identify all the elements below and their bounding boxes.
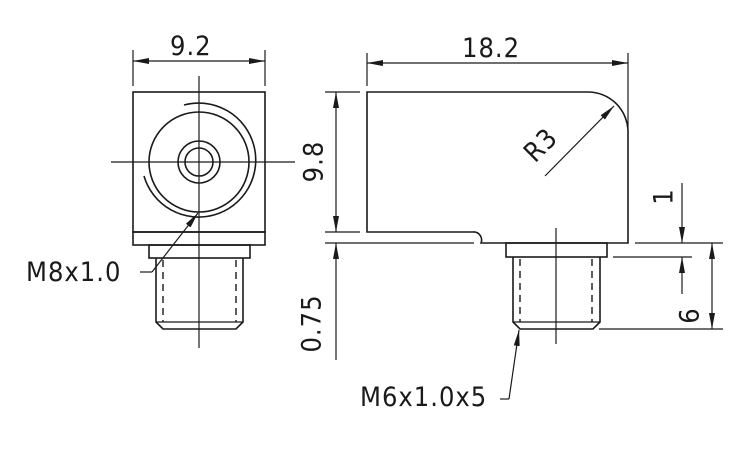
m8-leader xyxy=(151,212,199,273)
side-body xyxy=(366,91,629,244)
front-thread-arc xyxy=(143,102,257,218)
side-height-label: 9.8 xyxy=(298,140,330,183)
front-width-label: 9.2 xyxy=(170,31,212,62)
front-view xyxy=(111,50,295,348)
r3-leader xyxy=(544,105,615,177)
side-view xyxy=(325,53,723,400)
m6-thread-label: M6x1.0x5 xyxy=(360,382,488,413)
m8-thread-label: M8x1.0 xyxy=(26,257,122,288)
side-length-label: 18.2 xyxy=(462,33,521,64)
step-label: 0.75 xyxy=(296,294,328,353)
m6-leader xyxy=(508,329,520,400)
flange-height-label: 1 xyxy=(648,188,680,205)
thread-length-label: 6 xyxy=(674,307,706,324)
